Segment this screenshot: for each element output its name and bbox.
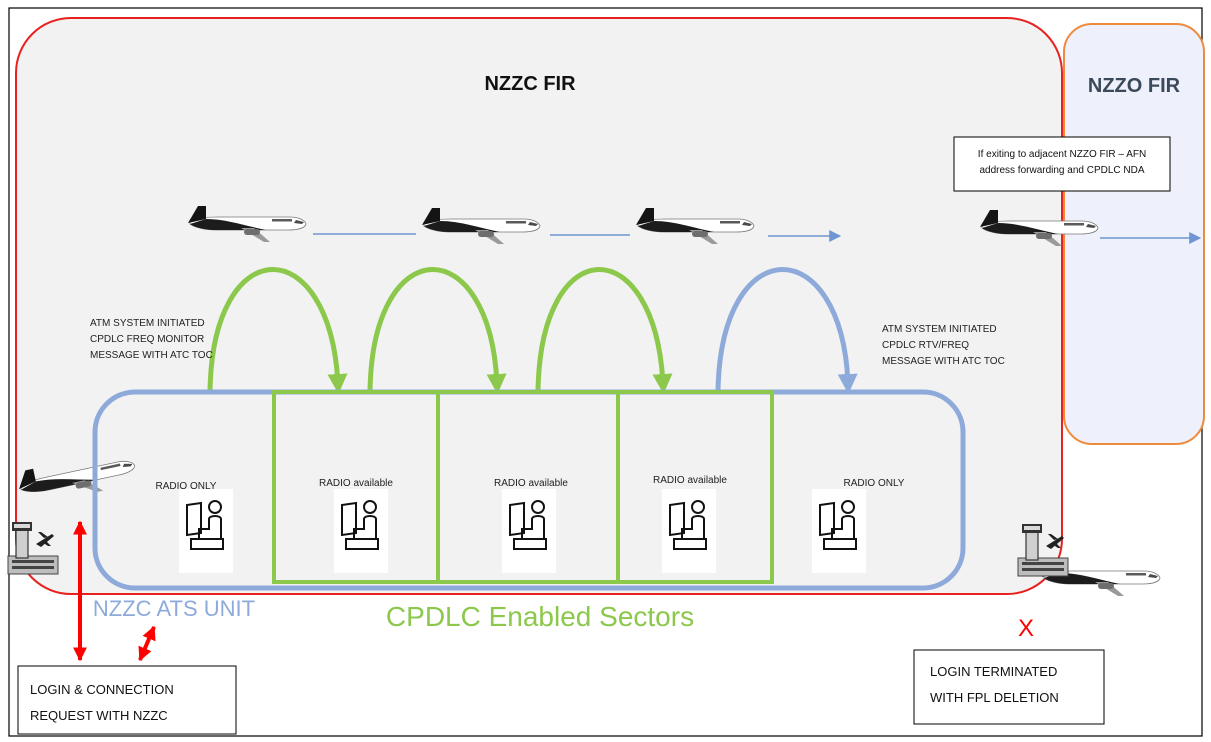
freq-monitor-line-1: ATM SYSTEM INITIATED: [90, 318, 205, 329]
controller-workstation-icon: [334, 489, 388, 573]
controller-workstation-icon: [662, 489, 716, 573]
rtv-freq-line-2: CPDLC RTV/FREQ: [882, 340, 969, 351]
login-request-line-1: LOGIN & CONNECTION: [30, 682, 174, 697]
rtv-freq-line-1: ATM SYSTEM INITIATED: [882, 324, 997, 335]
afn-note-line-1: If exiting to adjacent NZZO FIR – AFN: [978, 149, 1146, 160]
sector-label: RADIO ONLY: [844, 478, 905, 489]
termination-x-mark: X: [1018, 615, 1034, 642]
login-terminated-line-1: LOGIN TERMINATED: [930, 664, 1057, 679]
controller-workstation-icon: [812, 489, 866, 573]
nzzo-fir-title: NZZO FIR: [1088, 75, 1181, 97]
controller-workstation-icon: [179, 489, 233, 573]
controller-workstation-icon: [502, 489, 556, 573]
ats-unit-link-arrow: [140, 627, 154, 660]
ats-unit-label: NZZC ATS UNIT: [93, 596, 255, 621]
login-request-line-2: REQUEST WITH NZZC: [30, 708, 168, 723]
freq-monitor-line-2: CPDLC FREQ MONITOR: [90, 334, 204, 345]
login-terminated-line-2: WITH FPL DELETION: [930, 690, 1059, 705]
freq-monitor-note: ATM SYSTEM INITIATED CPDLC FREQ MONITOR …: [90, 318, 213, 361]
rtv-freq-line-3: MESSAGE WITH ATC TOC: [882, 356, 1005, 367]
freq-monitor-line-3: MESSAGE WITH ATC TOC: [90, 350, 213, 361]
afn-note-line-2: address forwarding and CPDLC NDA: [979, 165, 1144, 176]
sector-label: RADIO available: [653, 475, 727, 486]
login-terminated-box: [914, 650, 1104, 724]
sector-label: RADIO available: [494, 478, 568, 489]
afn-note-box: [954, 137, 1170, 191]
login-request-box: [18, 666, 236, 734]
cpdlc-sectors-label: CPDLC Enabled Sectors: [386, 601, 694, 632]
sector-label: RADIO available: [319, 478, 393, 489]
nzzc-fir-title: NZZC FIR: [484, 73, 576, 95]
